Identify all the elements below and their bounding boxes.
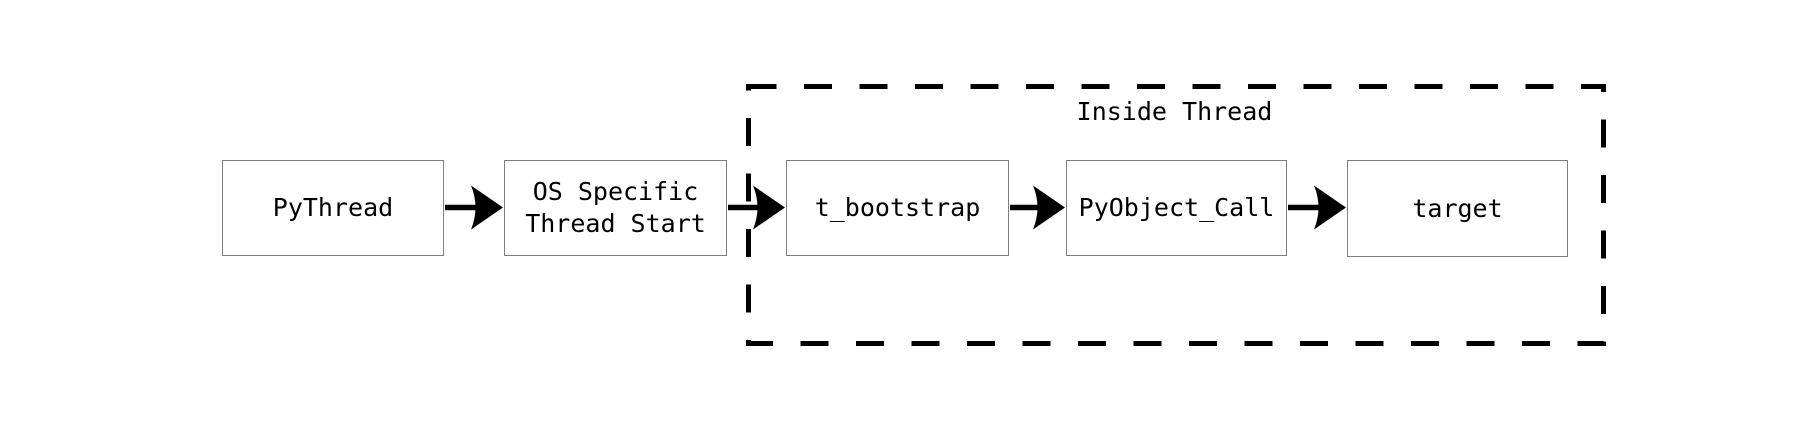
flow-arrow-1 (445, 185, 503, 230)
node-t-bootstrap-label: t_bootstrap (814, 193, 981, 222)
node-target: target (1347, 160, 1568, 257)
flow-arrow-4 (1288, 185, 1346, 230)
node-pythread-label: PyThread (272, 193, 394, 222)
inside-thread-label: Inside Thread (1076, 97, 1273, 126)
flow-arrow-3 (1010, 185, 1065, 230)
node-pyobject-call-label: PyObject_Call (1078, 193, 1275, 222)
node-pythread: PyThread (222, 160, 444, 256)
node-t-bootstrap: t_bootstrap (786, 160, 1009, 256)
node-pyobject-call: PyObject_Call (1066, 160, 1287, 256)
node-os-specific-thread-start: OS Specific Thread Start (504, 160, 727, 256)
node-target-label: target (1412, 193, 1503, 223)
flow-arrow-2 (728, 185, 785, 230)
node-os-specific-thread-start-label: OS Specific Thread Start (525, 177, 706, 238)
